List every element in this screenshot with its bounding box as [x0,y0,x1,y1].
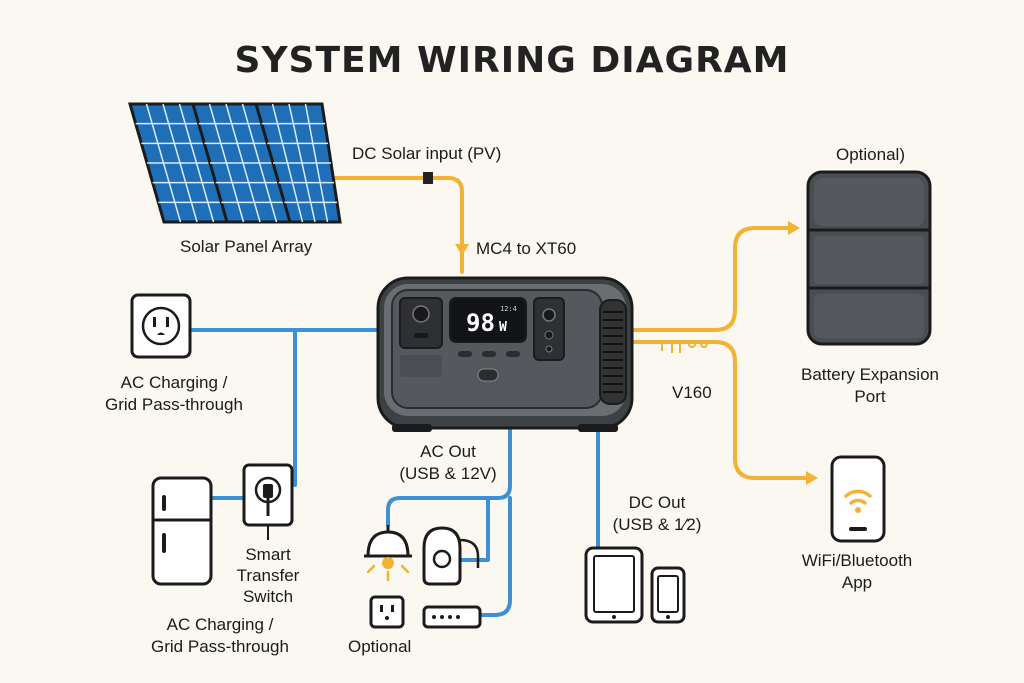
label-wifi-app-line1: WiFi/Bluetooth [801,551,913,570]
v160-connector-marks [661,340,708,353]
label-smart-transfer-line3: Switch [242,587,294,606]
label-mc4-to-xt60: MC4 to XT60 [476,239,577,258]
tablet-icon [584,546,644,624]
label-optional-top: Optional) [836,145,905,164]
label-solar-panel-array: Solar Panel Array [180,237,313,256]
label-wifi-app: WiFi/Bluetooth App [782,550,932,594]
station-display-value: 98 [466,309,495,337]
label-dc-out: DC Out (USB & 1⁄2) [602,492,712,536]
wall-outlet-icon [130,293,192,359]
lamp-icon [364,525,412,582]
smart-transfer-switch-icon [242,463,294,540]
appliance-icon [422,526,480,586]
label-battery-expansion: Battery Expansion Port [790,364,950,408]
label-ac-out-line1: AC Out [420,442,476,461]
dc-wires [328,176,810,480]
app-link-wire [630,340,810,480]
label-dc-solar-input: DC Solar input (PV) [352,144,502,163]
label-ac-charging-top-line1: AC Charging / [120,373,228,392]
ac-out-wire-outlet [448,496,490,562]
label-ac-charging-bottom-line2: Grid Pass-through [151,637,289,656]
label-dc-out-line1: DC Out [628,493,686,512]
app-arrow [806,471,818,485]
station-display-unit: W [499,320,507,335]
solar-panel-array [128,102,342,224]
label-battery-expansion-line1: Battery Expansion [801,365,939,384]
battery-expansion-pack [806,170,932,346]
label-v160: V160 [672,383,712,402]
label-optional-bottom: Optional [348,637,412,656]
diagram-title: SYSTEM WIRING DIAGRAM [234,40,790,81]
small-outlet-icon [369,595,405,629]
router-icon [422,605,482,629]
label-smart-transfer-line2: Transfer [236,566,300,585]
label-smart-transfer-switch: Smart Transfer Switch [228,544,308,607]
ac-out-wire-router [476,496,512,617]
label-ac-out: AC Out (USB & 12V) [388,441,508,485]
ac-wires [190,328,600,617]
refrigerator-icon [151,476,213,586]
solar-input-wire [328,176,464,274]
portable-power-station [376,276,634,432]
phone-icon [650,566,686,624]
label-ac-charging-bottom: AC Charging / Grid Pass-through [130,614,310,658]
label-ac-charging-bottom-line1: AC Charging / [166,615,274,634]
label-ac-out-line2: (USB & 12V) [399,464,497,483]
label-ac-charging-top-line2: Grid Pass-through [105,395,243,414]
label-dc-out-line2: (USB & 1⁄2) [612,515,702,534]
mc4-arrow [455,244,469,256]
mc4-connector [423,172,433,184]
battery-arrow [788,221,800,235]
label-ac-charging-top: AC Charging / Grid Pass-through [84,372,264,416]
smartphone-wifi-icon [830,455,886,543]
station-display-small: 12:4 [500,305,517,313]
label-battery-expansion-line2: Port [854,387,886,406]
label-wifi-app-line2: App [841,573,873,592]
label-smart-transfer-line1: Smart [245,545,291,564]
battery-expansion-wire [630,226,792,332]
ac-out-wire-main [386,423,512,527]
